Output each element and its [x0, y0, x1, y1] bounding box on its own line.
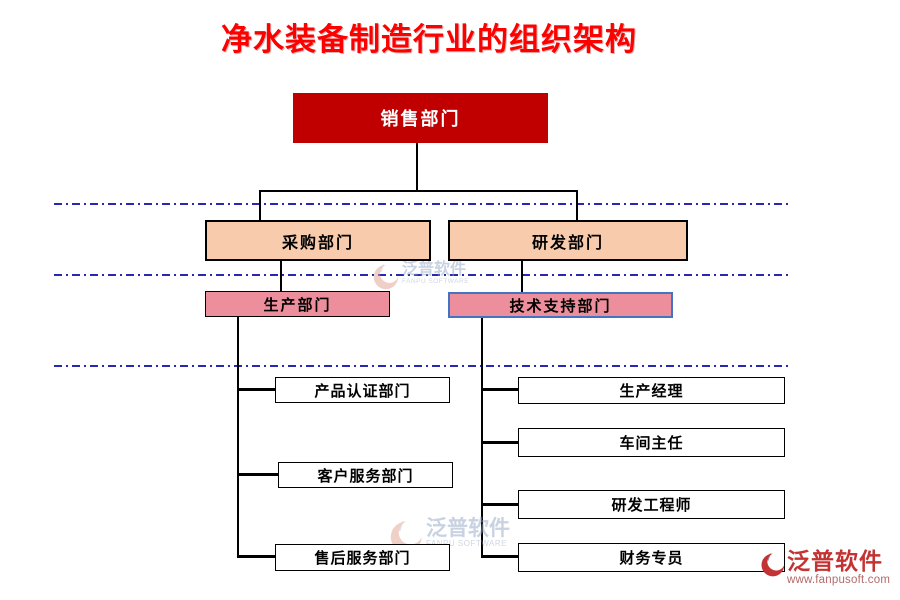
org-node-tech-support-dept: 技术支持部门 — [448, 292, 673, 318]
branch-after-sales — [237, 555, 275, 558]
watermark-subtext: FANPU SOFTWARE — [402, 277, 470, 285]
footer-url-text: www.fanpusoft.com — [787, 574, 891, 587]
org-node-customer-service-dept: 客户服务部门 — [278, 462, 453, 488]
org-node-workshop-director: 车间主任 — [518, 428, 785, 457]
footer-brand-logo: 泛普软件 www.fanpusoft.com — [758, 549, 890, 586]
fanpu-logo-icon — [370, 261, 400, 298]
branch-finance-specialist — [481, 555, 518, 558]
connector-rnd-to-techsupport — [521, 261, 523, 292]
org-node-after-sales-service-dept: 售后服务部门 — [275, 544, 450, 571]
watermark-subtext: FANPU SOFTWARE — [426, 539, 507, 549]
branch-rnd-engineer — [481, 503, 518, 506]
org-node-rnd-engineer: 研发工程师 — [518, 490, 785, 519]
org-node-finance-specialist: 财务专员 — [518, 543, 785, 572]
fanpu-logo-icon — [758, 549, 786, 586]
watermark-brand-text: 泛普软件 — [426, 515, 510, 540]
watermark-brand-text: 泛普软件 — [402, 259, 467, 278]
org-node-product-certification-dept: 产品认证部门 — [275, 377, 450, 403]
branch-production-manager — [481, 388, 518, 391]
branch-product-cert — [237, 388, 275, 391]
connector-root-down — [416, 143, 418, 191]
branch-customer-service — [237, 473, 278, 476]
connector-to-procurement — [259, 190, 261, 220]
footer-brand-text: 泛普软件 — [787, 548, 883, 575]
watermark-center: 泛普软件 FANPU SOFTWARE — [370, 259, 470, 298]
page-title: 净水装备制造行业的组织架构 — [221, 22, 637, 58]
level-separator-line-2 — [54, 274, 790, 276]
branch-workshop-director — [481, 441, 518, 444]
left-trunk-line — [237, 317, 239, 557]
org-node-procurement-dept: 采购部门 — [205, 220, 431, 261]
level-separator-line-1 — [54, 203, 790, 205]
org-node-rnd-dept: 研发部门 — [448, 220, 688, 261]
org-node-sales-dept: 销售部门 — [293, 93, 548, 143]
level-separator-line-3 — [54, 365, 790, 367]
org-node-production-dept: 生产部门 — [205, 291, 390, 317]
org-node-production-manager: 生产经理 — [518, 377, 785, 404]
right-trunk-line — [481, 318, 483, 557]
connector-procurement-to-production — [280, 261, 282, 291]
connector-to-rnd — [576, 190, 578, 220]
connector-level2-horizontal — [259, 190, 578, 192]
